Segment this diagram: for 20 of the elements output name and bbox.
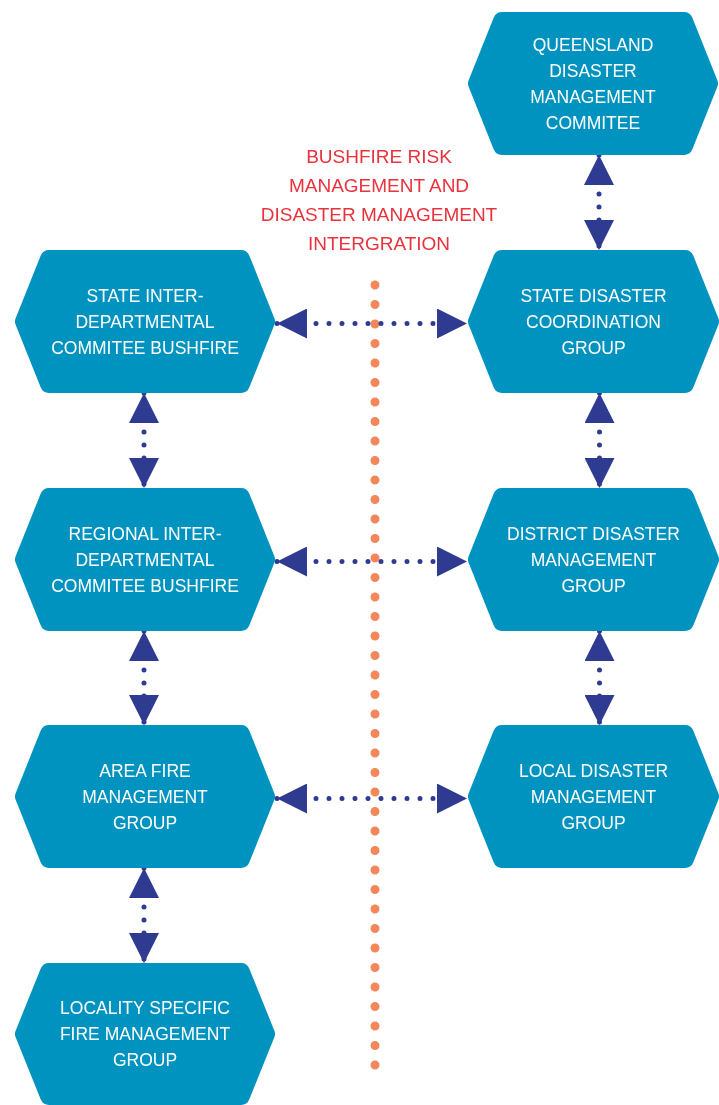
committee-hexagon [468,725,719,868]
node-label: STATE INTER-DEPARTMENTAL COMMITEE BUSHFIRE [50,284,240,360]
node-label: REGIONAL INTER-DEPARTMENTAL COMMITEE BUSHFIRE [50,522,240,598]
node-label: STATE DISASTER COORDINATION GROUP [519,284,668,360]
node-label: QUEENSLAND DISASTER MANAGEMENT COMMITEE [529,33,657,135]
dotted-double-arrow [274,783,470,814]
dotted-double-arrow [274,308,470,339]
dotted-double-arrow [274,546,470,577]
committee-hexagon [15,963,275,1105]
committee-hexagon [15,250,275,393]
node-label: AREA FIRE MANAGEMENT GROUP [81,759,209,835]
node-label: LOCAL DISASTER MANAGEMENT GROUP [517,759,670,835]
node-label: LOCALITY SPECIFIC FIRE MANAGEMENT GROUP [58,997,232,1072]
committee-hexagon [15,488,275,631]
integration-heading: BUSHFIRE RISK MANAGEMENT AND DISASTER MANAGEMENT INTERGRATION [259,145,499,256]
committee-hexagon [468,488,719,631]
committee-hexagon [468,250,719,393]
node-label: DISTRICT DISASTER MANAGEMENT GROUP [506,522,681,598]
committee-hexagon [468,12,718,155]
committee-hexagon [15,725,275,868]
